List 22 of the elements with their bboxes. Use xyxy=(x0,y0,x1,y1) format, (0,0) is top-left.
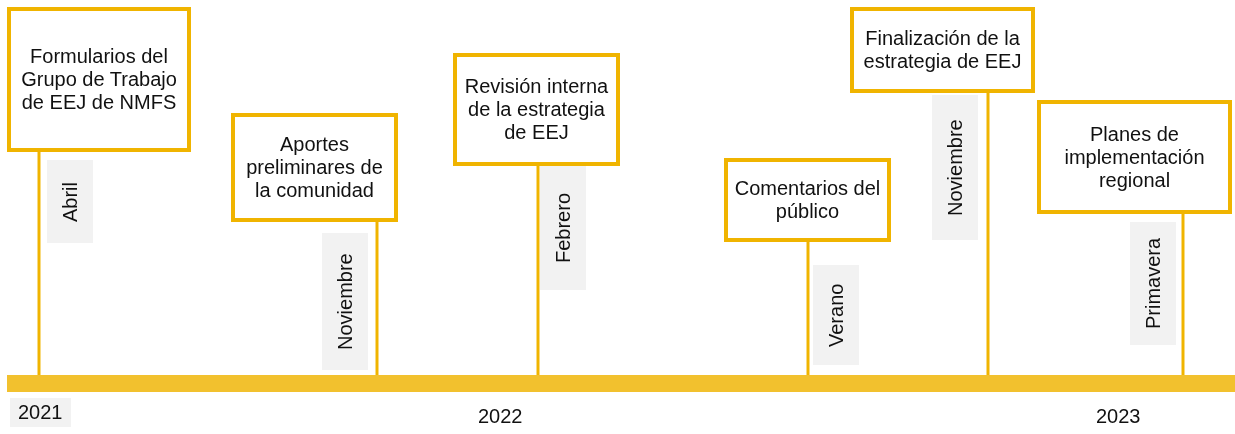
timeline-bar xyxy=(7,375,1235,392)
year-label: 2022 xyxy=(477,404,524,429)
stem-line xyxy=(806,242,810,375)
event-box: Aportes preliminares de la comunidad xyxy=(231,113,398,222)
event-box: Comentarios del público xyxy=(724,158,891,242)
month-label: Noviembre xyxy=(932,95,978,240)
stem-line xyxy=(986,93,990,375)
stem-line xyxy=(37,152,41,375)
year-label: 2021 xyxy=(10,398,71,427)
stem-line xyxy=(375,222,379,375)
month-label: Febrero xyxy=(540,166,586,290)
stem-line xyxy=(536,166,540,375)
year-label: 2023 xyxy=(1095,404,1142,429)
event-box: Formularios del Grupo de Trabajo de EEJ de NMFS xyxy=(7,7,191,152)
event-box: Planes de implementación regional xyxy=(1037,100,1232,214)
month-label: Primavera xyxy=(1130,222,1176,345)
month-label: Verano xyxy=(813,265,859,365)
stem-line xyxy=(1181,214,1185,375)
event-box: Finalización de la estrategia de EEJ xyxy=(850,7,1035,93)
event-box: Revisión interna de la estrategia de EEJ xyxy=(453,53,620,166)
month-label: Noviembre xyxy=(322,233,368,370)
month-label: Abril xyxy=(47,160,93,243)
